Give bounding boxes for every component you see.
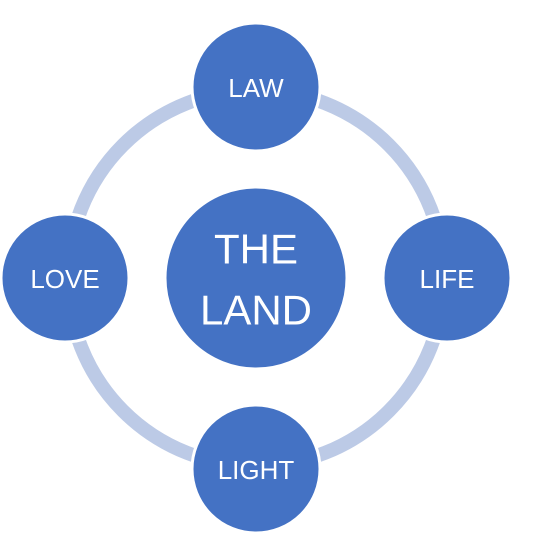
center-label-line1: THE bbox=[214, 226, 298, 273]
node-light-circle bbox=[190, 403, 322, 535]
center-label-line2: LAND bbox=[200, 287, 312, 334]
node-life: LIFE bbox=[381, 212, 513, 344]
node-light: LIGHT bbox=[190, 403, 322, 535]
node-love-label: LOVE bbox=[30, 264, 99, 294]
center-node: THE LAND bbox=[163, 185, 349, 371]
node-love: LOVE bbox=[0, 212, 131, 344]
node-law: LAW bbox=[190, 21, 322, 153]
node-law-label: LAW bbox=[228, 73, 284, 103]
node-law-circle bbox=[190, 21, 322, 153]
node-light-label: LIGHT bbox=[218, 455, 295, 485]
center-node-circle bbox=[163, 185, 349, 371]
node-love-circle bbox=[0, 212, 131, 344]
node-life-label: LIFE bbox=[420, 264, 475, 294]
node-life-circle bbox=[381, 212, 513, 344]
